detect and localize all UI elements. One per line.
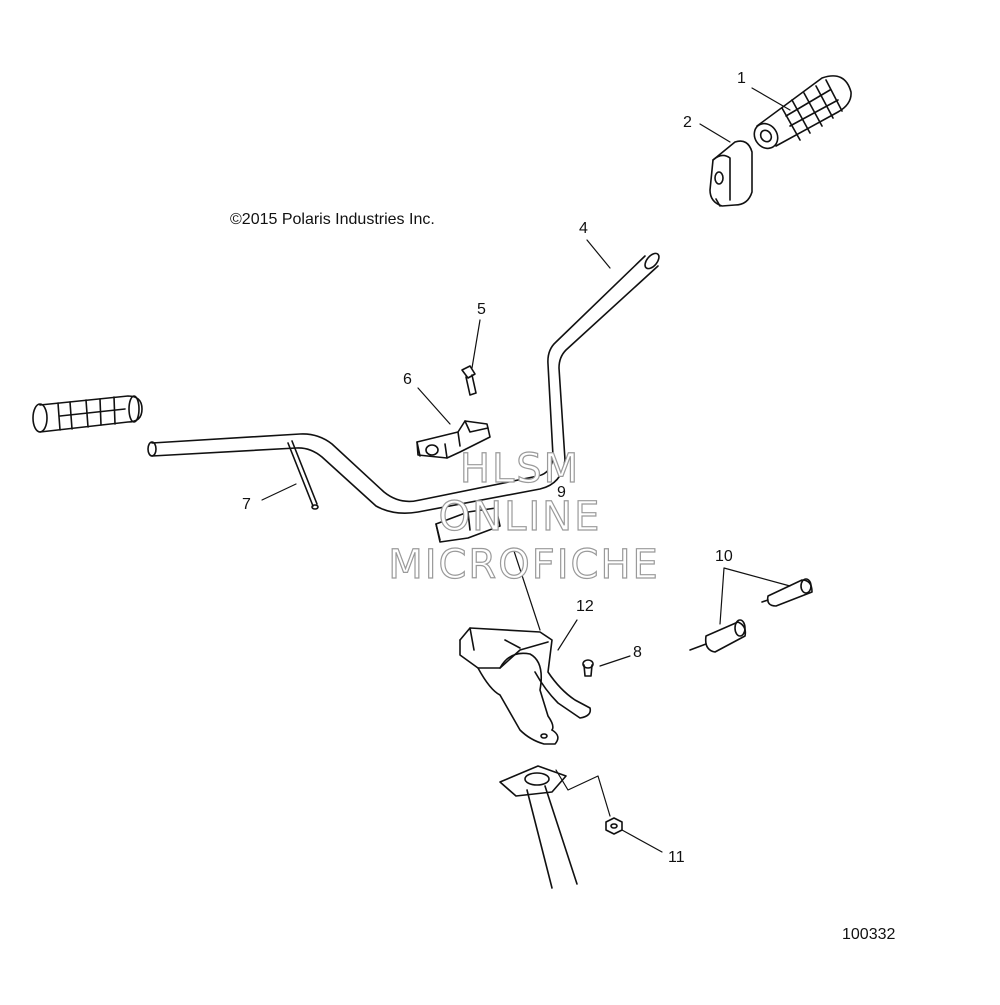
leader-lines: [261, 87, 791, 853]
fastener-part-8: [582, 659, 594, 677]
callout-8: 8: [633, 644, 642, 661]
left-grip: [32, 395, 143, 433]
callout-6: 6: [403, 371, 412, 388]
watermark-line-3: MICROFICHE: [388, 541, 660, 588]
rod-part-7: [287, 440, 319, 510]
bracket-part-12: [459, 547, 592, 745]
upper-clamp-part-6: [416, 420, 491, 459]
steering-column: [499, 765, 578, 889]
cylinders-part-10: [689, 578, 813, 653]
handlebar-part-4: [147, 252, 660, 514]
callout-labels: 1 2 4 5 6 7 9 10 12 8 11: [242, 70, 746, 866]
callout-11: 11: [668, 849, 685, 866]
callout-1: 1: [737, 70, 746, 87]
callout-10: 10: [715, 548, 733, 565]
nut-part-11: [605, 817, 623, 835]
figure-number: 100332: [842, 926, 896, 943]
bolt-part-5: [461, 365, 477, 396]
watermark-line-2: ONLINE: [438, 493, 602, 540]
copyright-notice: ©2015 Polaris Industries Inc.: [230, 211, 435, 228]
callout-5: 5: [477, 301, 486, 318]
callout-7: 7: [242, 496, 251, 513]
right-grip-part-1: [753, 75, 852, 150]
callout-12: 12: [576, 598, 594, 615]
callout-4: 4: [579, 220, 588, 237]
lower-clamp-part-9: [435, 507, 501, 543]
throttle-block-part-2: [709, 140, 753, 207]
callout-9: 9: [557, 484, 566, 501]
watermark-line-1: HLSM: [459, 445, 581, 492]
callout-2: 2: [683, 114, 692, 131]
